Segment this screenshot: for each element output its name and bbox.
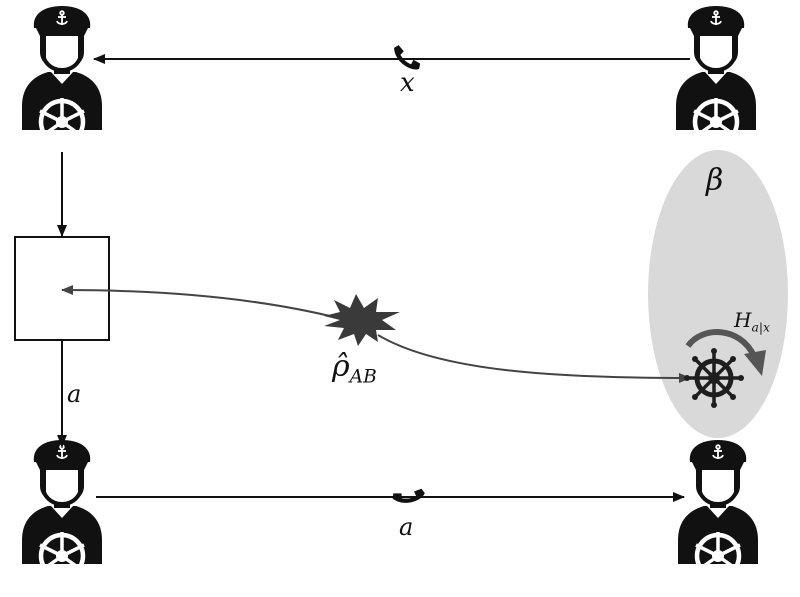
phone-icon-bottom (390, 477, 426, 512)
sailor-icon-top-right (676, 6, 756, 143)
label-beta: β (706, 163, 724, 198)
label-a-bottom: a (399, 513, 414, 541)
beta-region (648, 150, 788, 438)
rotation-arrow-icon (685, 329, 766, 376)
label-a-top: a (67, 380, 82, 408)
state-curve-to-box (61, 285, 339, 319)
state-curve-to-device (377, 334, 691, 383)
sailor-icon-bottom-right (678, 440, 758, 577)
label-x: x (400, 68, 415, 98)
label-rho-ab: ρ̂AB (332, 349, 377, 388)
ship-wheel-icon (684, 348, 744, 408)
burst-icon (324, 294, 400, 346)
label-h-a-given-x: Ha|x (734, 308, 771, 335)
sailor-icon-top-left (22, 6, 102, 143)
measurement-box (14, 236, 110, 341)
sailor-icon-bottom-left (22, 440, 102, 577)
